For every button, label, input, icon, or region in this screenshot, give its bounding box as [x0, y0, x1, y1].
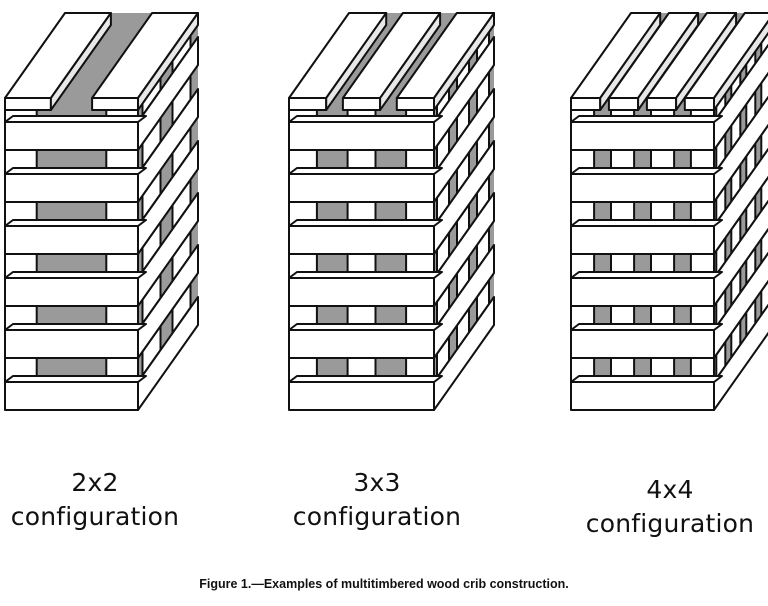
crib-front-board: [570, 381, 715, 411]
crib-board-top: [570, 219, 723, 227]
crib-board-top: [288, 323, 443, 331]
crib-front-board: [4, 121, 139, 151]
crib-front-board: [570, 173, 715, 203]
crib-board-top: [570, 375, 723, 383]
crib-top-timber-side: [137, 12, 199, 111]
crib-board-top: [288, 271, 443, 279]
crib-top-timber-side: [379, 12, 442, 111]
crib-board-top: [4, 323, 147, 331]
crib-front-board: [288, 381, 435, 411]
crib-front-board: [288, 225, 435, 255]
crib-front-board: [4, 277, 139, 307]
crib-front-board: [570, 329, 715, 359]
label-3x3: 3x3 configuration: [292, 466, 462, 534]
crib-top-timber-side: [49, 12, 112, 111]
crib-front-board: [570, 225, 715, 255]
crib-front-board: [288, 277, 435, 307]
crib-board-top: [4, 219, 147, 227]
crib-board-top: [4, 271, 147, 279]
crib-front-board: [288, 173, 435, 203]
crib-board-top: [288, 219, 443, 227]
crib-top-timber-end: [683, 97, 715, 111]
crib-top-timber-side: [713, 19, 768, 111]
crib-top-timber-side: [325, 12, 388, 111]
crib-board-top: [4, 375, 147, 383]
crib-board-top: [570, 323, 723, 331]
crib-board-top: [570, 167, 723, 175]
crib-3x3-drawing: [288, 12, 495, 411]
crib-front-board: [4, 173, 139, 203]
crib-top-timber-side: [433, 12, 495, 111]
label-3x3-size: 3x3: [353, 468, 401, 497]
crib-front-board: [570, 277, 715, 307]
crib-front-board: [4, 225, 139, 255]
crib-top-timber-end: [91, 97, 139, 111]
label-3x3-word: configuration: [292, 502, 462, 531]
crib-front-board: [288, 329, 435, 359]
crib-front-board: [4, 381, 139, 411]
label-4x4-word: configuration: [585, 509, 755, 538]
crib-board-top: [288, 375, 443, 383]
crib-front-board: [570, 121, 715, 151]
crib-top-timber-end: [607, 97, 640, 111]
crib-top-timber-end: [570, 97, 602, 111]
label-2x2-size: 2x2: [71, 468, 119, 497]
crib-board-top: [570, 115, 723, 123]
crib-board-top: [570, 271, 723, 279]
crib-top-timber-end: [288, 97, 328, 111]
label-4x4: 4x4 configuration: [585, 473, 755, 541]
crib-4x4-drawing: [570, 12, 768, 411]
crib-2x2-drawing: [4, 12, 199, 411]
crib-front-board: [288, 121, 435, 151]
figure-caption: Figure 1.—Examples of multitimbered wood…: [199, 577, 569, 591]
crib-top-timber-end: [395, 97, 435, 111]
label-4x4-size: 4x4: [646, 475, 694, 504]
crib-board-top: [288, 115, 443, 123]
crib-top-timber-end: [341, 97, 382, 111]
crib-board-top: [288, 167, 443, 175]
crib-top-timber-end: [645, 97, 678, 111]
crib-board-top: [4, 115, 147, 123]
crib-board-top: [4, 167, 147, 175]
crib-front-board: [4, 329, 139, 359]
crib-top-timber-end: [4, 97, 52, 111]
label-2x2-word: configuration: [10, 502, 180, 531]
label-2x2: 2x2 configuration: [10, 466, 180, 534]
